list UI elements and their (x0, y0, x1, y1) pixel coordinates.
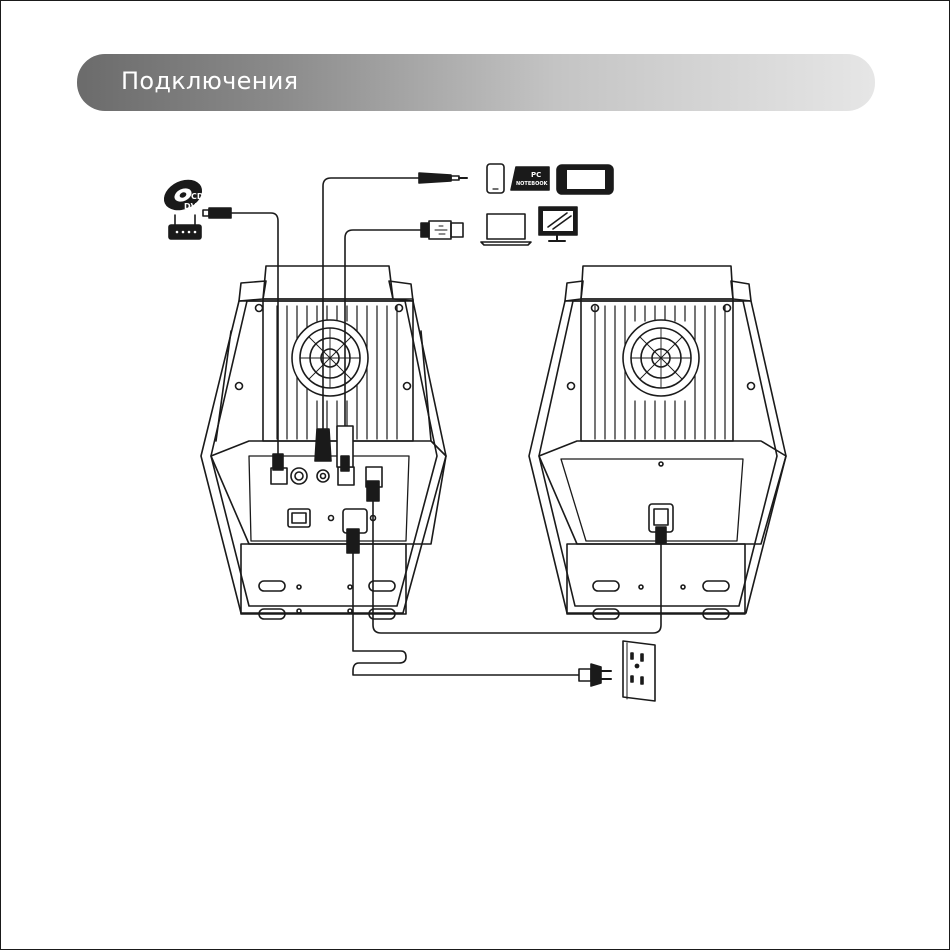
optical-plug (203, 208, 231, 218)
power-cable (353, 549, 579, 675)
usb-plug (421, 221, 463, 239)
pc-label: PC (531, 171, 541, 179)
inserted-plugs (273, 426, 666, 553)
laptop-icon (481, 214, 531, 245)
dvd-label: DVD (184, 202, 204, 211)
notebook-label: NOTEBOOK (516, 181, 549, 187)
cd-dvd-icon: CD DVD (159, 174, 207, 216)
router-icon (169, 215, 201, 239)
monitor-icon (539, 207, 577, 241)
tablet-icon (557, 165, 613, 194)
wall-outlet-icon (623, 641, 655, 701)
power-plug-icon (579, 664, 611, 686)
aux-jack-plug (419, 173, 467, 183)
pc-notebook-icon: PC NOTEBOOK (511, 167, 549, 190)
right-speaker (529, 266, 786, 619)
cables (231, 178, 661, 675)
cd-label: CD (191, 192, 204, 201)
smartphone-icon (487, 164, 504, 193)
